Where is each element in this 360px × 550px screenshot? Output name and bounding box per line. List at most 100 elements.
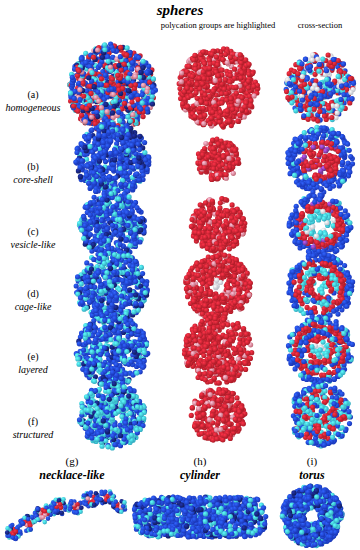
bead [144, 89, 149, 94]
bead [320, 57, 325, 62]
bead [251, 84, 256, 89]
bead [117, 118, 122, 123]
bead [98, 63, 103, 68]
bead [284, 89, 289, 94]
bead [105, 94, 110, 99]
bead [133, 82, 138, 87]
bead [243, 57, 248, 62]
bead [247, 62, 252, 67]
bead [130, 112, 135, 117]
bead [145, 106, 150, 111]
bead [242, 104, 247, 109]
bead [214, 54, 219, 59]
bead [103, 73, 108, 78]
bead [99, 76, 104, 81]
bead [341, 61, 346, 66]
bead [219, 100, 224, 105]
bead [326, 52, 331, 57]
bead [222, 87, 227, 92]
bead [228, 73, 233, 78]
bead [208, 121, 213, 126]
bead [192, 53, 197, 58]
bead [193, 67, 198, 72]
bead [197, 76, 202, 81]
bead [177, 86, 182, 91]
bead [81, 80, 86, 85]
bead [238, 75, 243, 80]
bead [293, 108, 298, 113]
bead [216, 73, 221, 78]
bead [339, 105, 344, 110]
bead [239, 70, 244, 75]
bead [237, 113, 242, 118]
bead [189, 93, 194, 98]
bead [79, 56, 84, 61]
bead [338, 97, 343, 102]
bead [140, 100, 145, 105]
bead [246, 79, 251, 84]
bead [341, 92, 346, 97]
bead [126, 88, 131, 93]
bead [238, 88, 243, 93]
bead [103, 102, 108, 107]
bead [211, 89, 216, 94]
bead [327, 81, 332, 86]
bead [189, 87, 194, 92]
bead [72, 96, 77, 101]
bead [130, 60, 135, 65]
bead [317, 109, 322, 114]
bead [299, 61, 304, 66]
bead [128, 118, 133, 123]
bead [77, 87, 82, 92]
bead [199, 99, 204, 104]
bead [151, 76, 156, 81]
bead [100, 110, 105, 115]
bead [232, 67, 237, 72]
bead [141, 83, 146, 88]
bead [133, 74, 138, 79]
bead [310, 57, 315, 62]
bead [99, 82, 104, 87]
bead [135, 97, 140, 102]
bead [334, 103, 339, 108]
bead [218, 78, 223, 83]
bead [119, 68, 124, 73]
bead [145, 70, 150, 75]
bead [125, 45, 130, 50]
bead [141, 65, 146, 70]
bead [324, 68, 329, 73]
bead [142, 150, 147, 155]
bead [317, 81, 322, 86]
bead [297, 89, 302, 94]
bead [95, 47, 100, 52]
bead [76, 69, 81, 74]
bead [223, 52, 228, 57]
bead [68, 91, 73, 96]
bead [351, 81, 356, 86]
bead [113, 99, 118, 104]
bead [111, 48, 116, 53]
bead [108, 64, 113, 69]
bead [190, 74, 195, 79]
bead [150, 101, 155, 106]
bead [339, 84, 344, 89]
bead [185, 86, 190, 91]
bead [311, 117, 316, 122]
bead [312, 107, 317, 112]
bead [285, 95, 290, 100]
bead [105, 54, 110, 59]
bead [202, 61, 207, 66]
bead [200, 81, 205, 86]
bead [128, 94, 133, 99]
bead [72, 89, 77, 94]
bead [109, 86, 114, 91]
bead [246, 85, 251, 90]
bead [213, 78, 218, 83]
bead [100, 55, 105, 60]
bead [234, 91, 239, 96]
bead [201, 106, 206, 111]
bead [201, 121, 206, 126]
bead [185, 104, 190, 109]
bead [202, 113, 207, 118]
bead [235, 119, 240, 124]
